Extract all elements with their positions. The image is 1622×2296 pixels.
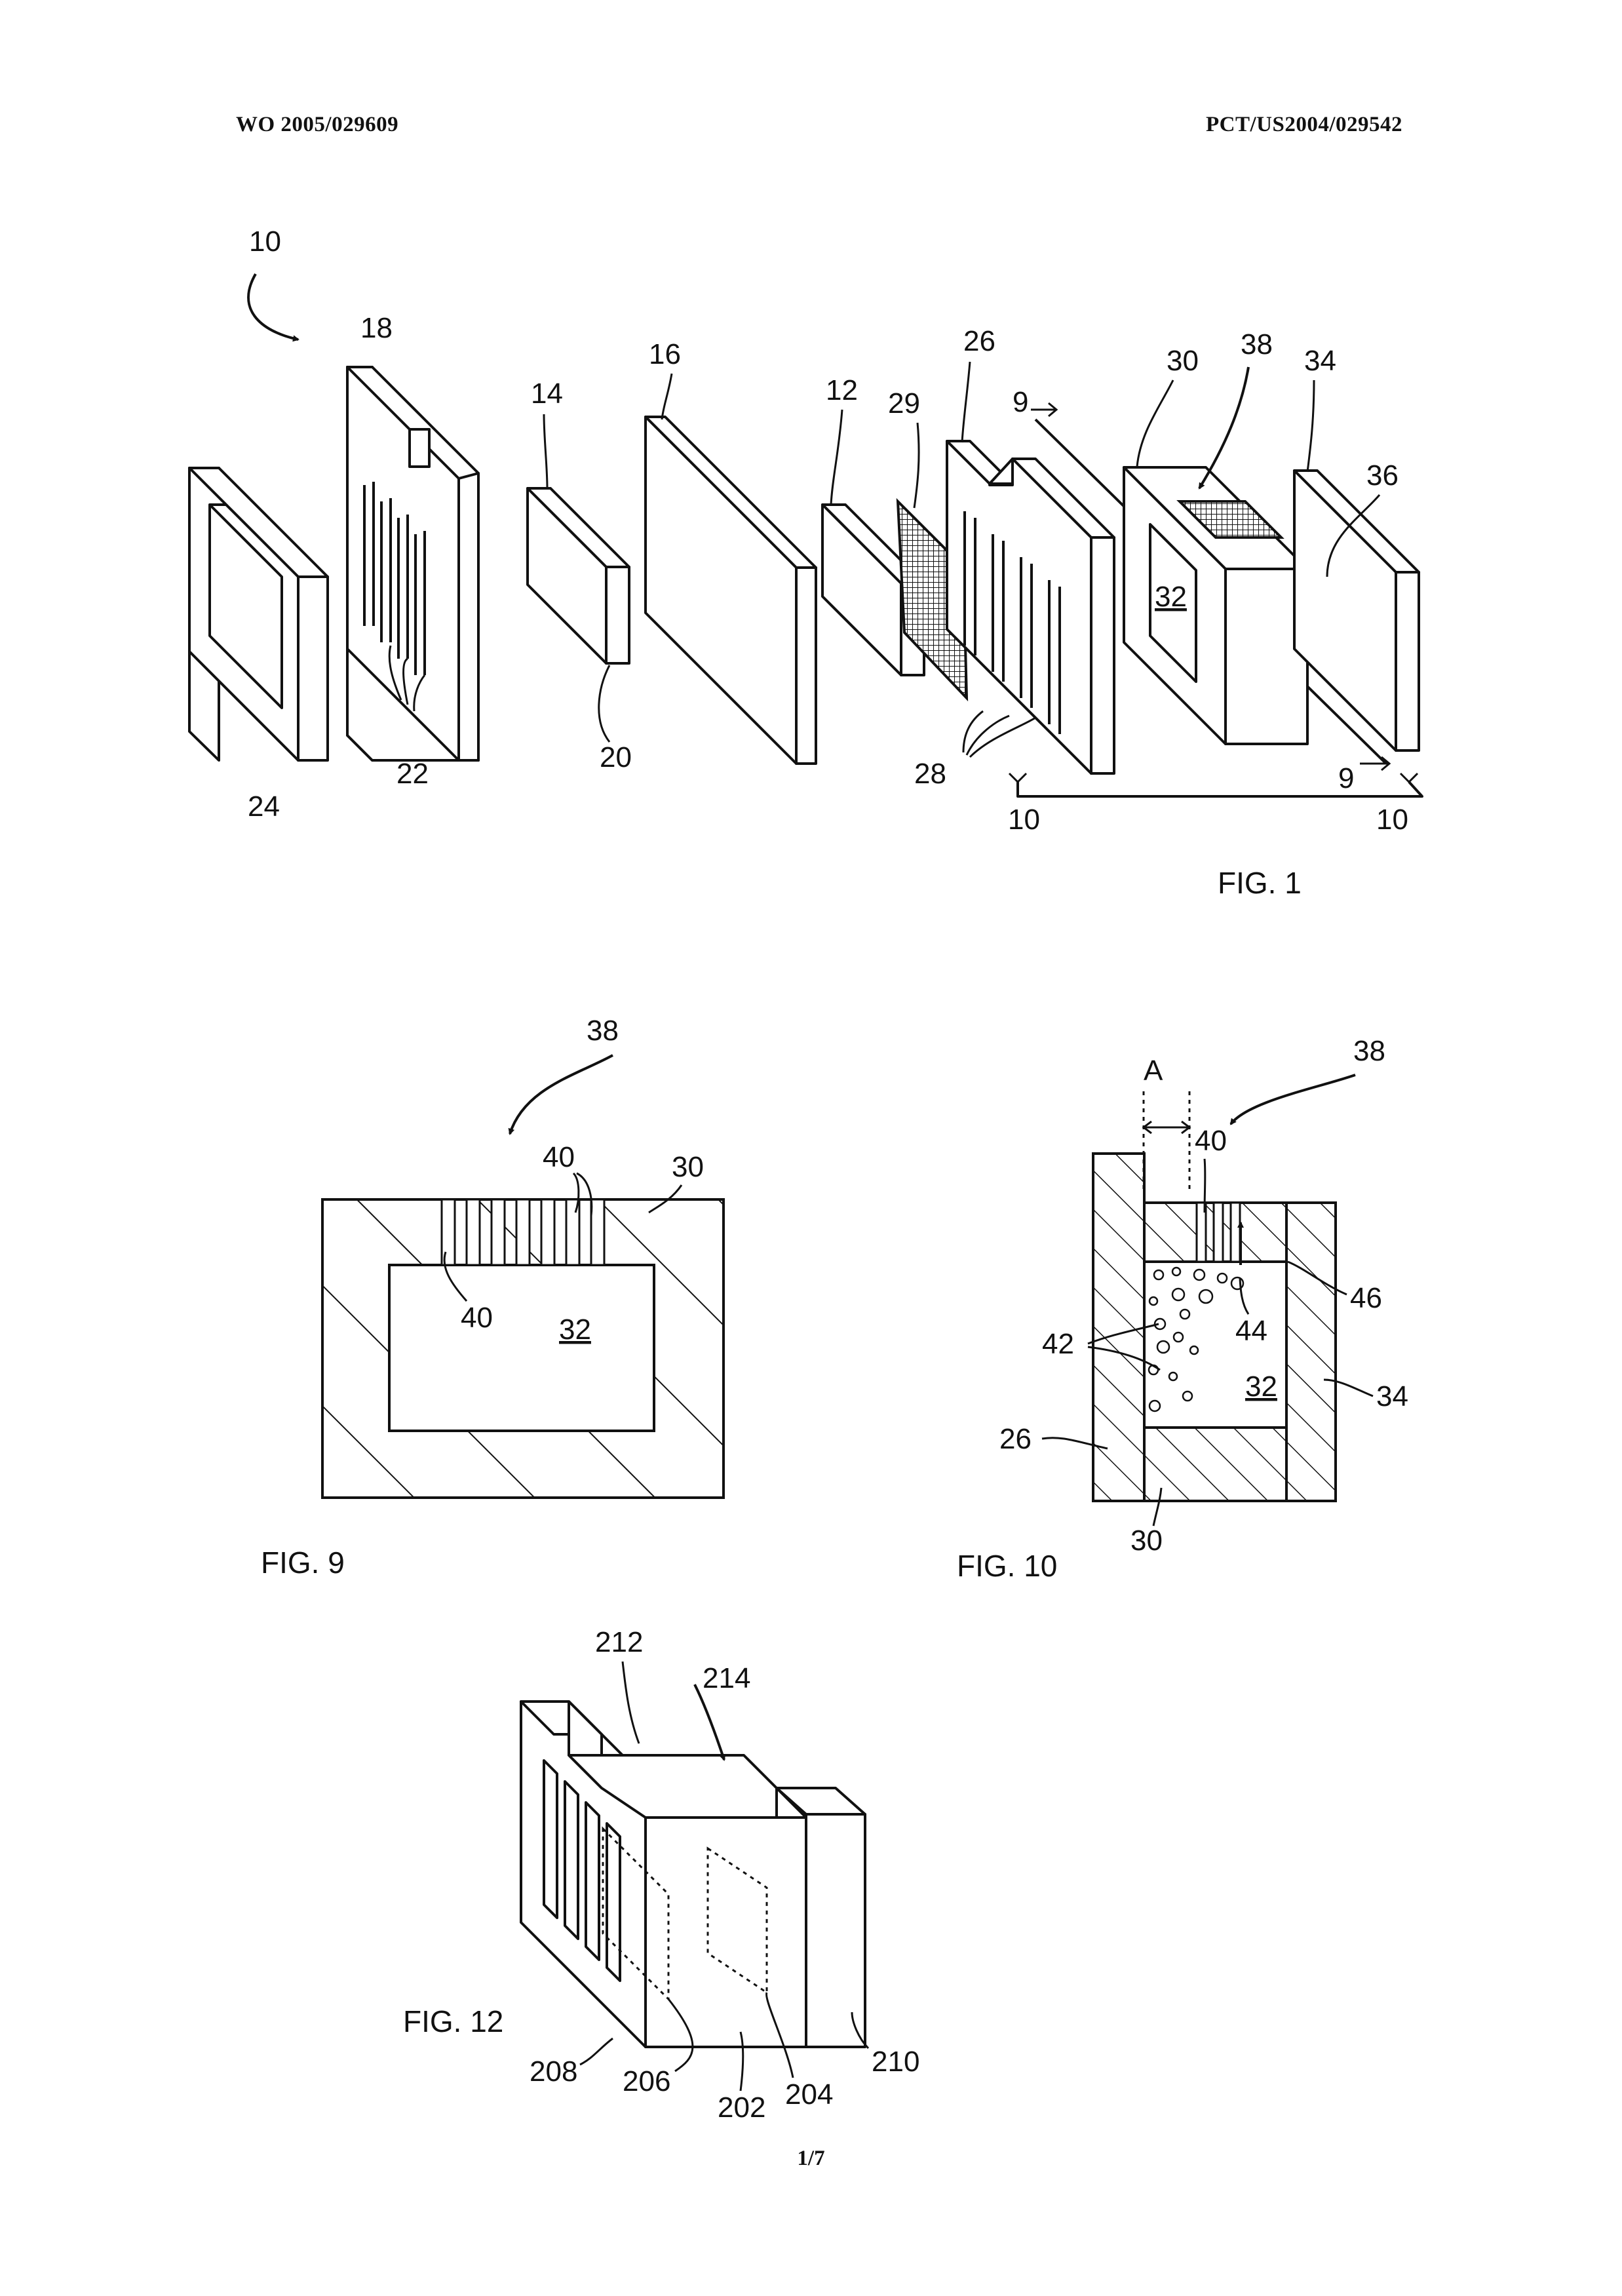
ref-10-right: 10 [1376, 804, 1408, 836]
component-30-housing [1124, 467, 1307, 744]
ref-38: 38 [1353, 1035, 1385, 1067]
fig10-caption: FIG. 10 [957, 1549, 1057, 1583]
ref-34: 34 [1376, 1380, 1408, 1412]
fig1-caption: FIG. 1 [1218, 866, 1302, 900]
page-number: 1/7 [0, 2147, 1622, 2171]
component-202-front [646, 1818, 806, 2047]
figure-9: 38 40 30 40 32 FIG. 9 [261, 1015, 724, 1580]
ref-10-left: 10 [1008, 804, 1040, 836]
ref-204: 204 [785, 2078, 833, 2111]
ref-208: 208 [530, 2055, 577, 2088]
component-24-frame [189, 468, 328, 760]
ref-202: 202 [718, 2092, 765, 2124]
ref-22: 22 [396, 758, 429, 790]
figure-10: A 38 [957, 1035, 1408, 1583]
ref-12: 12 [826, 374, 858, 406]
section-line-10 [1018, 782, 1422, 796]
plate-section-34 [1286, 1203, 1336, 1501]
component-18-slotted-plate [347, 367, 478, 760]
orifice-40 [1214, 1203, 1223, 1262]
ref-29: 29 [888, 387, 920, 419]
ref-26: 26 [963, 325, 995, 357]
ref-9-bottom: 9 [1338, 762, 1354, 794]
ref-38: 38 [1241, 328, 1273, 360]
ref-214: 214 [703, 1662, 750, 1694]
ref-32: 32 [1155, 581, 1187, 613]
fig12-caption: FIG. 12 [403, 2004, 503, 2038]
ref-206: 206 [623, 2065, 670, 2097]
component-16-plate [646, 417, 816, 764]
housing-bottom-30 [1144, 1428, 1286, 1501]
ref-18: 18 [360, 312, 393, 344]
ref-10: 10 [249, 225, 281, 258]
ref-32: 32 [559, 1313, 591, 1346]
ref-46: 46 [1350, 1282, 1382, 1314]
figure-12: 212 214 208 206 202 204 210 FIG. 12 [403, 1626, 919, 2124]
ref-16: 16 [649, 338, 681, 370]
component-34-plate [1294, 471, 1419, 750]
ref-40-top: 40 [543, 1141, 575, 1173]
ref-30: 30 [672, 1151, 704, 1183]
fig9-caption: FIG. 9 [261, 1546, 345, 1580]
component-26-slotted-plate [947, 441, 1114, 773]
ref-30: 30 [1167, 345, 1199, 377]
arrow-10 [248, 274, 298, 340]
component-14-block [528, 488, 629, 663]
ref-36: 36 [1366, 459, 1399, 492]
ref-28: 28 [914, 758, 946, 790]
figure-1: 10 18 [189, 225, 1422, 900]
ref-9-top: 9 [1013, 386, 1028, 418]
component-210-upright [806, 1814, 865, 2047]
chamber-32 [389, 1265, 654, 1431]
ref-38: 38 [587, 1015, 619, 1047]
ref-44: 44 [1235, 1315, 1267, 1347]
ref-210: 210 [872, 2046, 919, 2078]
ref-20: 20 [600, 741, 632, 773]
orifice-40 [1231, 1203, 1240, 1262]
ref-212: 212 [595, 1626, 643, 1658]
ref-24: 24 [248, 790, 280, 823]
plate-section-26 [1093, 1154, 1144, 1501]
ref-30: 30 [1130, 1525, 1163, 1557]
orifices-40 [442, 1199, 604, 1265]
ref-40: 40 [1195, 1125, 1227, 1157]
ref-14: 14 [531, 378, 563, 410]
ref-40-bottom: 40 [461, 1302, 493, 1334]
ref-26: 26 [999, 1423, 1032, 1455]
ref-A: A [1144, 1055, 1163, 1087]
ref-42: 42 [1042, 1328, 1074, 1360]
ref-34: 34 [1304, 345, 1336, 377]
ref-32: 32 [1245, 1371, 1277, 1403]
